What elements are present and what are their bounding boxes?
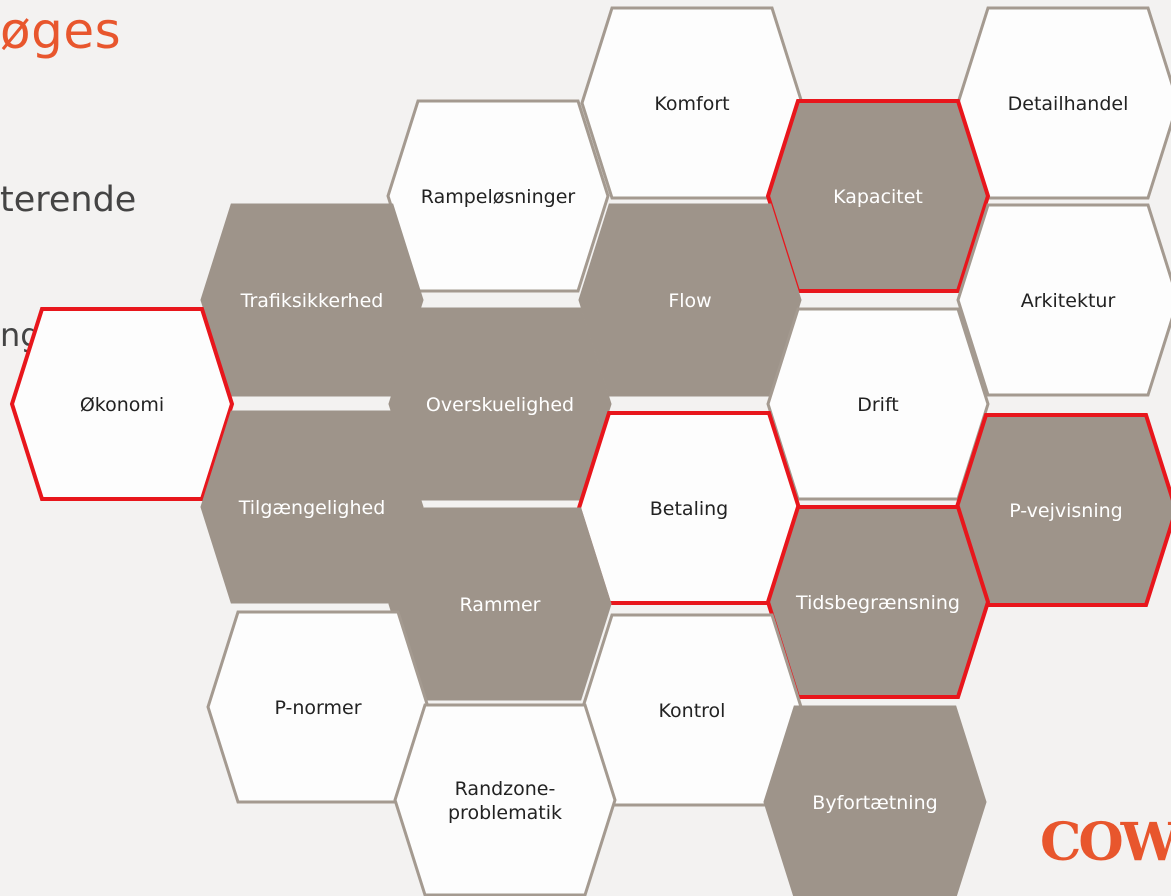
hex-label: Rammer [460, 594, 541, 616]
hex-label: Arkitektur [1021, 290, 1116, 312]
hex-shape [763, 705, 987, 896]
hex-shape [200, 410, 424, 604]
hex-okonomi: Økonomi [9, 307, 235, 501]
hex-label: Detailhandel [1008, 93, 1129, 115]
hex-label: Tilgængelighed [238, 497, 386, 519]
hex-flow: Flow [578, 203, 802, 397]
hex-label: Trafiksikkerhed [240, 290, 384, 312]
hex-label: problematik [448, 802, 562, 824]
hex-label: Flow [668, 290, 711, 312]
body-text-line-1: terende [0, 180, 137, 220]
hex-byfortaetning: Byfortætning [763, 705, 987, 896]
hex-shape [393, 703, 617, 896]
cowi-logo: COWI [1040, 812, 1171, 873]
hex-rammer: Rammer [388, 507, 612, 701]
hex-label: Kapacitet [833, 186, 923, 208]
hex-trafiksikkerhed: Trafiksikkerhed [200, 203, 424, 397]
hex-p-normer: P-normer [206, 610, 430, 804]
hex-label: Økonomi [80, 394, 164, 416]
hex-label: Betaling [650, 498, 728, 520]
hex-komfort: Komfort [580, 6, 804, 200]
hex-kontrol: Kontrol [580, 613, 804, 807]
hex-label: P-normer [274, 697, 361, 719]
hex-shape [578, 203, 802, 397]
hex-tidsbegraensning: Tidsbegrænsning [765, 505, 991, 699]
hex-p-vejvisning: P-vejvisning [953, 413, 1171, 607]
hex-label: Tidsbegrænsning [795, 592, 960, 614]
hex-overskuelighed: Overskuelighed [388, 307, 612, 501]
hex-betaling: Betaling [576, 411, 802, 605]
hex-label: Randzone- [455, 778, 556, 800]
hex-label: Kontrol [659, 700, 726, 722]
hex-label: Drift [857, 394, 899, 416]
hex-shape [956, 203, 1171, 397]
hex-tilgaengelighed: Tilgængelighed [200, 410, 424, 604]
hex-label: Overskuelighed [426, 394, 574, 416]
hex-randzone: Randzone-problematik [393, 703, 617, 896]
hex-kapacitet: Kapacitet [765, 99, 991, 293]
hex-label: P-vejvisning [1009, 500, 1122, 522]
slide-title: øges [0, 2, 122, 60]
hex-label: Rampeløsninger [421, 186, 576, 208]
hex-drift: Drift [766, 307, 990, 501]
hex-detailhandel: Detailhandel [956, 6, 1171, 200]
hex-rampelosninger: Rampeløsninger [386, 99, 610, 293]
hex-shape [200, 203, 424, 397]
hex-label: Komfort [654, 93, 729, 115]
hex-shape [9, 307, 235, 501]
hex-arkitektur: Arkitektur [956, 203, 1171, 397]
hex-label: Byfortætning [812, 792, 937, 814]
